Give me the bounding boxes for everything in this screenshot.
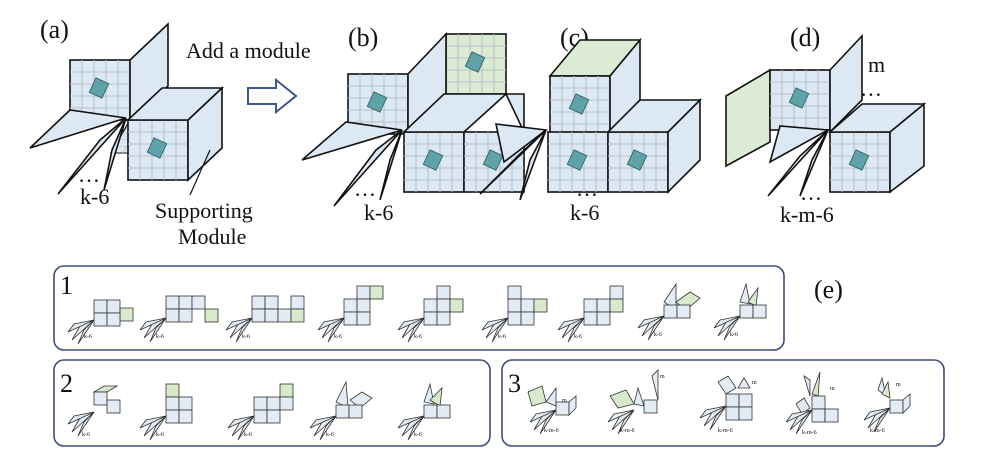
svg-text:…: … <box>800 180 822 205</box>
svg-text:k-6: k-6 <box>498 334 506 340</box>
svg-text:m: m <box>752 380 757 386</box>
svg-text:…: … <box>576 176 598 201</box>
label-b: (b) <box>348 23 378 52</box>
p1-item-7: k-6 <box>557 285 624 343</box>
p2-item-3: k-6 <box>227 383 294 441</box>
svg-text:k-m-6: k-m-6 <box>802 430 817 436</box>
m-label-d: m <box>868 52 885 77</box>
p2-item-2: k-6 <box>139 383 193 441</box>
svg-text:k-m-6: k-m-6 <box>718 428 733 434</box>
svg-text:k-m-6: k-m-6 <box>620 428 635 434</box>
svg-text:k-6: k-6 <box>326 432 334 438</box>
svg-text:k-m-6: k-m-6 <box>870 428 885 434</box>
svg-text:k-6: k-6 <box>84 334 92 340</box>
p3-item-2: m k-m-6 <box>607 369 665 435</box>
panel-2-number: 2 <box>60 369 73 398</box>
svg-text:k-6: k-6 <box>82 432 90 438</box>
module-a-2 <box>128 120 188 180</box>
panel-3-number: 3 <box>508 369 521 398</box>
module-label: Module <box>178 224 246 249</box>
p1-item-1: k-6 <box>67 299 134 345</box>
k6-label-b: k-6 <box>364 200 393 225</box>
svg-text:k-6: k-6 <box>414 432 422 438</box>
dots-a: … <box>78 162 100 187</box>
p1-item-3: k-6 <box>225 295 305 343</box>
p3-item-1: m k-m-6 <box>527 385 577 435</box>
p3-item-5: m k-m-6 <box>863 376 911 434</box>
p1-item-8: k-6 <box>637 282 701 341</box>
svg-text:m: m <box>562 398 567 404</box>
added-module-b <box>446 34 506 94</box>
p3-item-4: m k-m-6 <box>785 371 839 436</box>
label-e: (e) <box>814 275 843 304</box>
arrow-icon <box>247 77 298 115</box>
diagram-c: (c) … k-6 <box>479 23 702 225</box>
svg-text:k-m-6: k-m-6 <box>544 428 559 434</box>
k6-label-a: k-6 <box>80 184 109 209</box>
added-module-d <box>725 68 771 168</box>
diagram-d: (d) m … … k-m-6 <box>725 23 927 227</box>
svg-text:k-6: k-6 <box>244 432 252 438</box>
p1-item-5: k-6 <box>397 285 464 343</box>
svg-text:m: m <box>660 374 665 380</box>
svg-text:k-6: k-6 <box>334 334 342 340</box>
diagram-a: (a) … k-6 Supporting Module <box>29 15 253 249</box>
svg-text:k-6: k-6 <box>574 334 582 340</box>
svg-text:…: … <box>354 176 376 201</box>
p1-item-6: k-6 <box>481 285 548 343</box>
p2-item-4: k-6 <box>309 380 373 441</box>
supporting-label: Supporting <box>155 198 253 223</box>
panel-3: 3 m k-m-6 m k-m-6 m k-m-6 m <box>501 359 945 447</box>
svg-text:k-6: k-6 <box>730 332 738 338</box>
label-a: (a) <box>40 15 69 44</box>
kmr6-label-d: k-m-6 <box>780 202 834 227</box>
svg-text:…: … <box>860 76 882 101</box>
p3-item-3: m k-m-6 <box>699 375 757 434</box>
module-a-wing-1 <box>129 22 169 122</box>
panel-2: 2 k-6 k-6 k-6 k-6 k-6 <box>53 359 491 447</box>
svg-text:k-6: k-6 <box>156 432 164 438</box>
add-module-label: Add a module <box>186 38 311 63</box>
panel-1: 1 k-6 k-6 k-6 k-6 k-6 k-6 <box>53 265 785 351</box>
diagram-b: (b) … k-6 <box>301 23 525 225</box>
svg-text:k-6: k-6 <box>242 334 250 340</box>
p1-item-9: k-6 <box>713 282 767 341</box>
p1-item-4: k-6 <box>317 285 384 343</box>
svg-text:m: m <box>896 382 901 388</box>
p2-item-5: k-6 <box>397 382 451 441</box>
svg-text:m: m <box>830 386 835 392</box>
svg-text:k-6: k-6 <box>414 334 422 340</box>
panel-1-number: 1 <box>60 271 73 300</box>
svg-text:k-6: k-6 <box>156 334 164 340</box>
p2-item-1: k-6 <box>67 385 121 438</box>
svg-text:k-6: k-6 <box>654 332 662 338</box>
label-d: (d) <box>790 23 820 52</box>
p1-item-2: k-6 <box>139 295 219 343</box>
fan-a-1 <box>29 109 127 149</box>
k6-label-c: k-6 <box>570 200 599 225</box>
